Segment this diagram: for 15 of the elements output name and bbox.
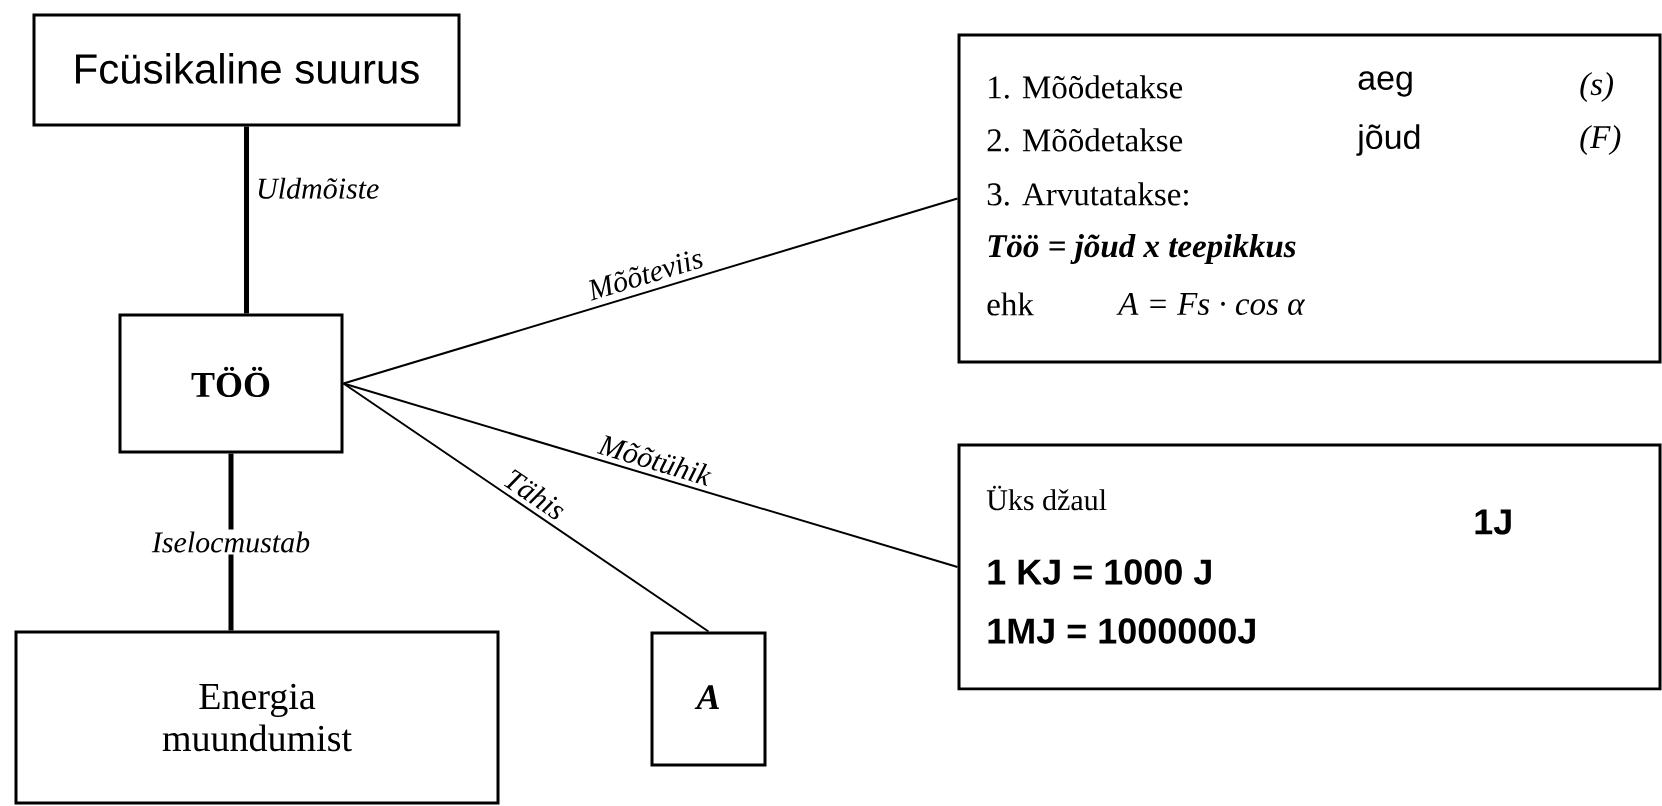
- info-box: Üks džaul 1J 1 KJ = 1000 J 1MJ = 1000000J: [957, 443, 1662, 691]
- edge-label: Mõõteviis: [588, 251, 703, 301]
- info-box: 1. Mõõdetakse aeg (s) 2. Mõõdetakse jõud (F) 3. Arvutatakse: Töö = jõud x teepikkus ehk A = Fs · cos α: [957, 33, 1662, 364]
- edge-label: Uldmõiste: [258, 177, 379, 199]
- concept-box: Energia muundumist: [14, 630, 500, 805]
- edge-label: Mõõtühik: [596, 435, 712, 486]
- concept-box: A: [650, 631, 767, 767]
- connector-line: [342, 197, 959, 385]
- edge-label: Tähis: [503, 469, 564, 520]
- connector-line: [342, 382, 710, 633]
- edge-label: Iselocmustab: [149, 529, 313, 555]
- connector-line: [342, 382, 959, 568]
- connector-line: [244, 126, 249, 314]
- concept-box: TÖÖ: [118, 313, 344, 454]
- concept-box: Fcüsikaline suurus: [32, 13, 461, 127]
